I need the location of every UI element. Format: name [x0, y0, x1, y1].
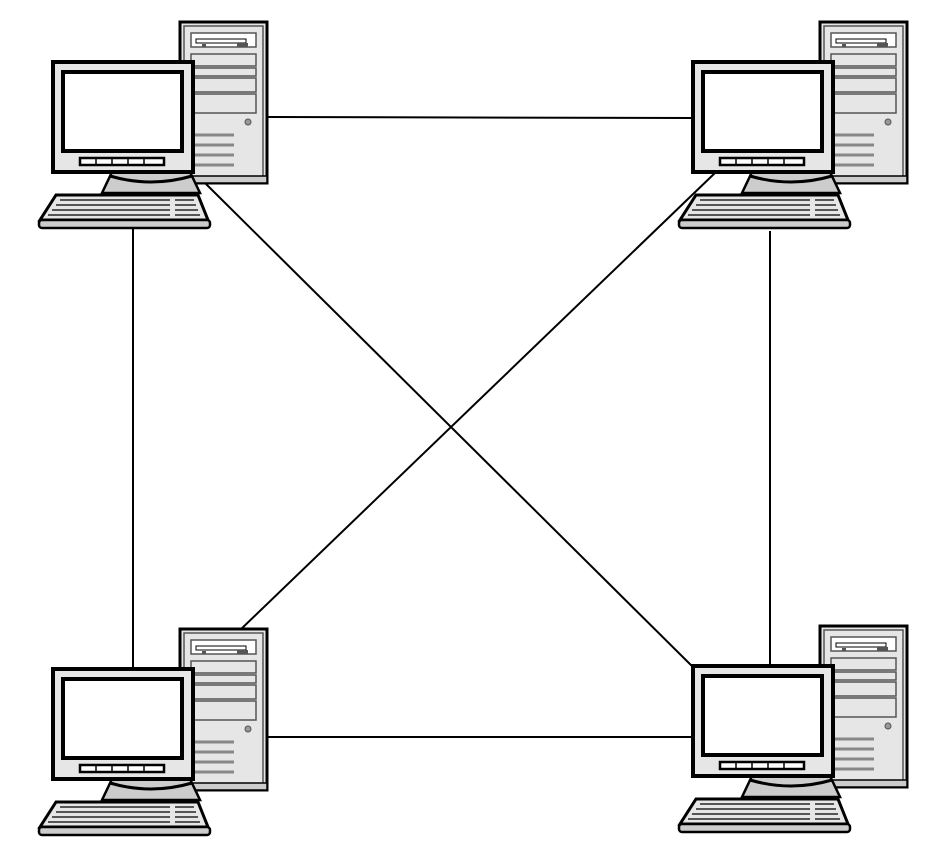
- computer-bottom-left-icon: [37, 627, 269, 837]
- link-diagonal-tl-br: [204, 182, 703, 677]
- computer-top-right-icon: [677, 20, 909, 230]
- network-links: [132, 116, 771, 738]
- computer-bottom-right-icon: [677, 624, 909, 834]
- computer-top-left-icon: [37, 20, 269, 230]
- link-top: [266, 116, 693, 119]
- link-diagonal-tr-bl: [237, 171, 717, 633]
